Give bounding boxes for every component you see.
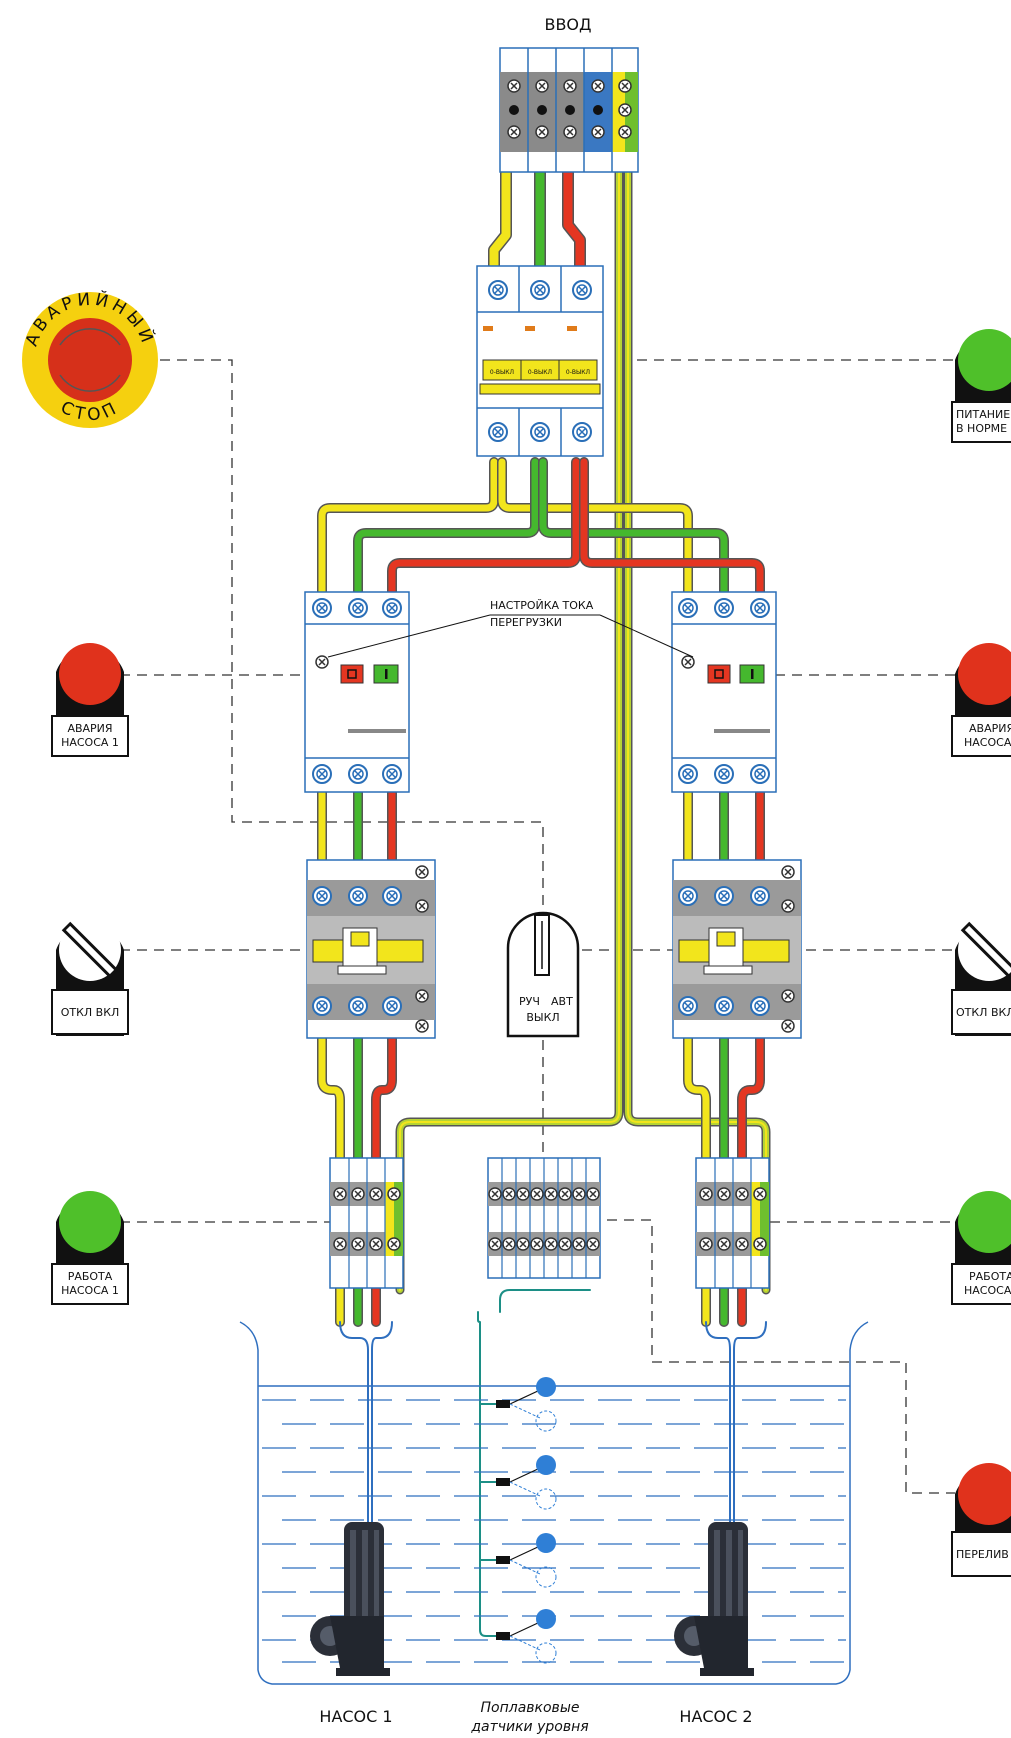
mode-manual-label: РУЧ: [519, 995, 540, 1008]
float-sensor: [496, 1609, 557, 1664]
switch-pump1-label: ОТКЛ ВКЛ: [61, 1006, 120, 1019]
output-terminal-right: [695, 1157, 770, 1289]
run-pump2-label-line1: РАБОТА: [969, 1270, 1011, 1283]
indicator-fault-pump2: АВАРИЯ НАСОСА: [951, 643, 1011, 757]
control-lines: [120, 359, 955, 1494]
pump1-label: НАСОС 1: [319, 1707, 392, 1726]
overload-label-line1: НАСТРОЙКА ТОКА: [490, 599, 594, 612]
pump2-label: НАСОС 2: [679, 1707, 752, 1726]
breaker-label-3: 0-ВЫКЛ: [566, 369, 590, 376]
input-terminal-block: [499, 47, 639, 173]
float-sensor: [480, 1533, 557, 1588]
motor-breaker-right: [671, 591, 777, 793]
motor-breaker-left: [304, 591, 410, 793]
pump-1: [310, 1522, 390, 1676]
float-sensor: [480, 1377, 557, 1432]
pump-2: [674, 1522, 754, 1676]
indicator-run-pump1: РАБОТА НАСОСА 1: [51, 1191, 129, 1305]
contactor-left: [306, 859, 436, 1039]
float-sensor: [480, 1455, 557, 1510]
fault-pump2-label-line1: АВАРИЯ: [969, 722, 1011, 735]
output-terminal-left: [329, 1157, 404, 1289]
control-terminal-block: [487, 1157, 601, 1279]
run-pump1-label-line1: РАБОТА: [68, 1270, 113, 1283]
floats-label-line1: Поплавковые: [481, 1700, 580, 1716]
switch-pump2-label: ОТКЛ ВКЛ: [956, 1006, 1011, 1019]
run-pump2-label-line2: НАСОСА: [964, 1284, 1011, 1297]
fault-pump2-label-line2: НАСОСА: [964, 736, 1011, 749]
fault-pump1-label-line2: НАСОСА 1: [61, 736, 119, 749]
indicator-run-pump2: РАБОТА НАСОСА: [951, 1191, 1011, 1305]
emergency-stop-button[interactable]: АВАРИЙНЫЙ СТОП: [22, 288, 160, 428]
breaker-label-2: 0-ВЫКЛ: [528, 369, 552, 376]
floats-label-line2: датчики уровня: [470, 1719, 588, 1735]
mode-auto-label: АВТ: [551, 995, 573, 1008]
run-pump1-label-line2: НАСОСА 1: [61, 1284, 119, 1297]
main-circuit-breaker: 0-ВЫКЛ 0-ВЫКЛ 0-ВЫКЛ: [476, 265, 604, 457]
indicator-fault-pump1: АВАРИЯ НАСОСА 1: [51, 643, 129, 757]
power-ok-label-line2: В НОРМЕ: [956, 422, 1007, 435]
overload-label-line2: ПЕРЕГРУЗКИ: [490, 616, 562, 629]
breaker-label-1: 0-ВЫКЛ: [490, 369, 514, 376]
mode-selector-switch[interactable]: РУЧ АВТ ВЫКЛ: [506, 911, 580, 1038]
switch-pump2-off-on[interactable]: ОТКЛ ВКЛ: [951, 919, 1011, 1036]
overflow-label: ПЕРЕЛИВ: [956, 1548, 1009, 1561]
input-title: ВВОД: [544, 15, 591, 34]
mode-off-label: ВЫКЛ: [526, 1011, 559, 1024]
power-ok-label-line1: ПИТАНИЕ: [956, 408, 1010, 421]
float-sensors: [480, 1377, 557, 1664]
overload-callout: НАСТРОЙКА ТОКА ПЕРЕГРУЗКИ: [327, 599, 694, 658]
switch-pump1-off-on[interactable]: ОТКЛ ВКЛ: [51, 919, 129, 1036]
contactor-right: [672, 859, 802, 1039]
fault-pump1-label-line1: АВАРИЯ: [67, 722, 112, 735]
indicator-overflow: ПЕРЕЛИВ: [951, 1463, 1011, 1577]
indicator-power-ok: ПИТАНИЕ В НОРМЕ: [951, 329, 1011, 443]
